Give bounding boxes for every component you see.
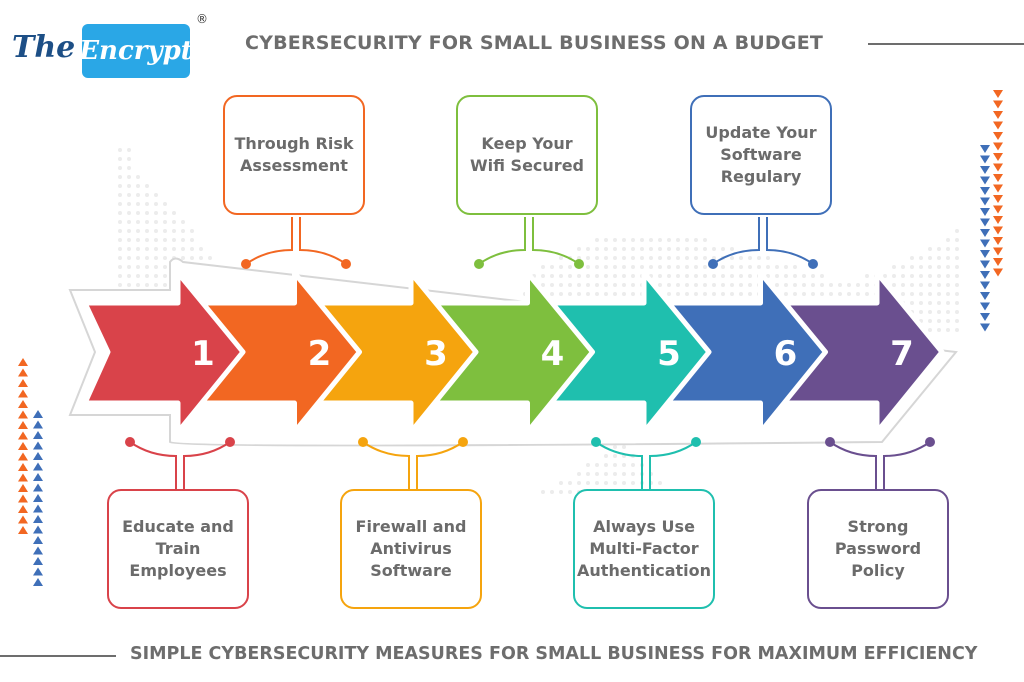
connector-7 bbox=[829, 441, 931, 489]
step-box-4: Keep Your Wifi Secured bbox=[456, 95, 598, 215]
step-number-7: 7 bbox=[890, 334, 914, 374]
logo-the: The bbox=[12, 30, 76, 65]
connector-dot bbox=[125, 437, 135, 447]
connector-dot bbox=[825, 437, 835, 447]
connector-dot bbox=[808, 259, 818, 269]
connector-2 bbox=[245, 217, 347, 265]
triangle-column-icon bbox=[18, 358, 28, 534]
logo: The Encrypt ® bbox=[12, 12, 208, 78]
step-box-2: Through Risk Assessment bbox=[223, 95, 365, 215]
connector-dot bbox=[341, 259, 351, 269]
connector-dot bbox=[474, 259, 484, 269]
step-label: Keep Your Wifi Secured bbox=[469, 134, 584, 175]
connector-dot bbox=[925, 437, 935, 447]
step-number-4: 4 bbox=[541, 334, 565, 374]
step-box-7: Strong Password Policy bbox=[807, 489, 949, 609]
connector-5 bbox=[595, 441, 697, 489]
connector-3 bbox=[362, 441, 464, 489]
step-label: Strong Password Policy bbox=[834, 517, 922, 580]
triangle-column-icon bbox=[980, 145, 990, 332]
triangle-column-icon bbox=[993, 90, 1003, 277]
registered-mark: ® bbox=[196, 12, 208, 26]
logo-encrypt: Encrypt bbox=[79, 24, 193, 78]
page-title: CYBERSECURITY FOR SMALL BUSINESS ON A BU… bbox=[245, 32, 824, 54]
connector-1 bbox=[129, 441, 231, 489]
step-box-5: Always Use Multi-Factor Authentication bbox=[573, 489, 715, 609]
triangle-column-icon bbox=[33, 410, 43, 586]
connector-dot bbox=[708, 259, 718, 269]
step-label: Firewall and Antivirus Software bbox=[355, 517, 467, 580]
step-box-6: Update Your Software Regulary bbox=[690, 95, 832, 215]
step-label: Always Use Multi-Factor Authentication bbox=[577, 517, 711, 580]
page-subtitle: SIMPLE CYBERSECURITY MEASURES FOR SMALL … bbox=[130, 644, 978, 664]
connector-6 bbox=[712, 217, 814, 265]
connector-dot bbox=[241, 259, 251, 269]
connector-dot bbox=[574, 259, 584, 269]
connector-dot bbox=[225, 437, 235, 447]
step-number-5: 5 bbox=[657, 334, 681, 374]
connector-dot bbox=[691, 437, 701, 447]
step-number-6: 6 bbox=[774, 334, 798, 374]
connector-dot bbox=[358, 437, 368, 447]
step-label: Update Your Software Regulary bbox=[705, 123, 817, 186]
step-label: Educate and Train Employees bbox=[122, 517, 234, 580]
connector-dot bbox=[458, 437, 468, 447]
step-number-1: 1 bbox=[191, 334, 215, 374]
step-number-2: 2 bbox=[308, 334, 332, 374]
footer-divider bbox=[0, 655, 116, 657]
step-box-1: Educate and Train Employees bbox=[107, 489, 249, 609]
connector-dot bbox=[591, 437, 601, 447]
step-arrow-1 bbox=[82, 270, 246, 435]
step-box-3: Firewall and Antivirus Software bbox=[340, 489, 482, 609]
header-divider bbox=[868, 43, 1024, 45]
connector-4 bbox=[478, 217, 580, 265]
step-label: Through Risk Assessment bbox=[234, 134, 354, 175]
step-number-3: 3 bbox=[424, 334, 448, 374]
